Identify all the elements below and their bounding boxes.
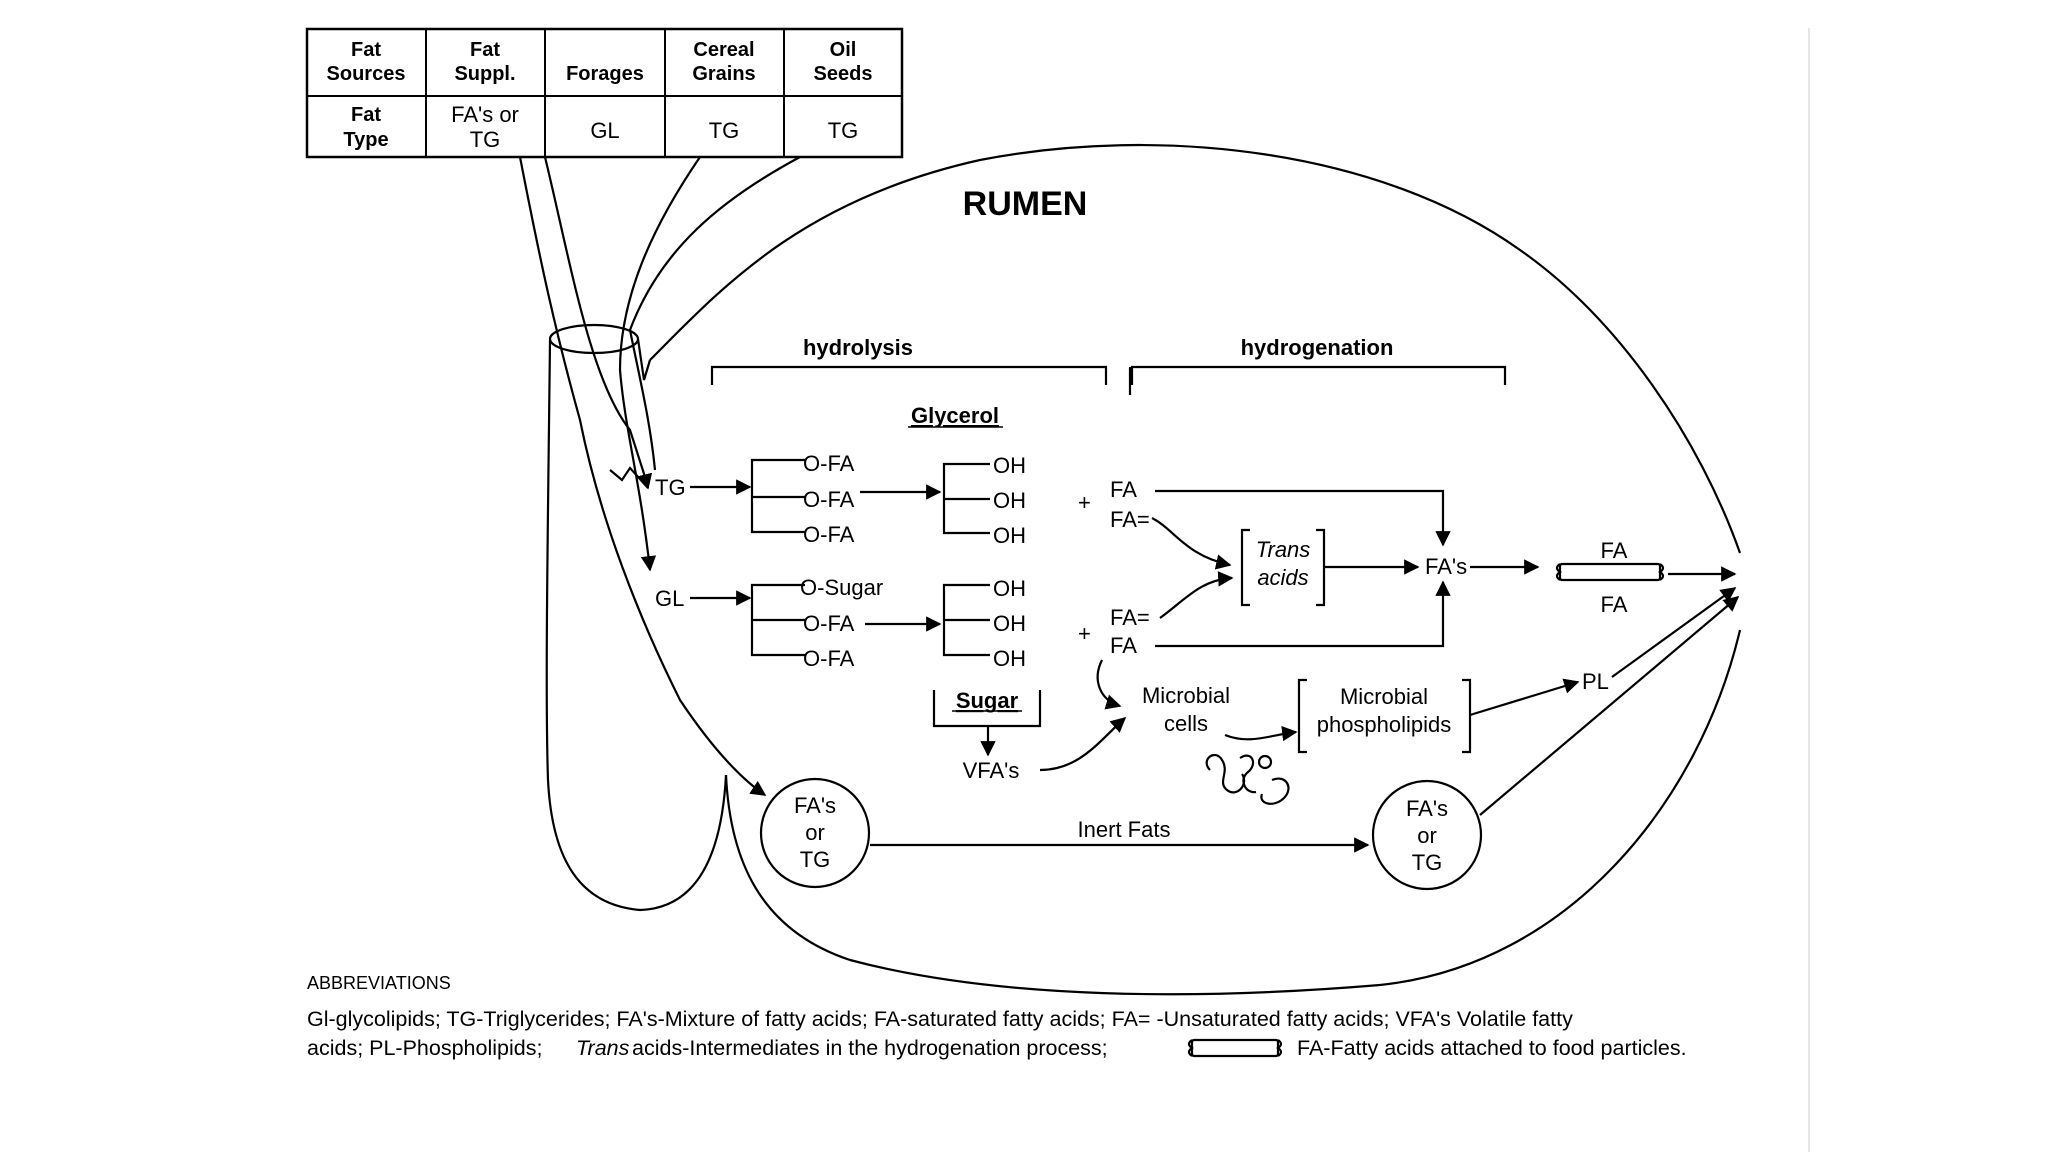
- food-particle-legend-icon: [1187, 1038, 1283, 1058]
- tg-label: TG: [655, 475, 686, 500]
- col-head-forages: Forages: [566, 63, 644, 85]
- process-brackets: [710, 365, 1507, 395]
- abbreviations-line-2-trans: Trans: [576, 1036, 630, 1060]
- gl-oh-2: OH: [993, 611, 1026, 636]
- abbreviations-line-1: Gl-glycolipids; TG-Triglycerides; FA's-M…: [307, 1007, 1573, 1031]
- gl-o-fa-1: O-FA: [803, 611, 855, 636]
- gl-o-fa-2: O-FA: [803, 646, 855, 671]
- cell-forages-type: GL: [590, 118, 619, 143]
- col-head-cereal-grains-2: Grains: [692, 63, 755, 85]
- feed-lines: [518, 156, 801, 796]
- inert-fats-label: Inert Fats: [1078, 817, 1171, 842]
- tg-oh-2: OH: [993, 488, 1026, 513]
- col-head-oil-seeds-1: Oil: [830, 39, 857, 61]
- abbreviations-line-2a: acids; PL-Phospholipids;: [307, 1036, 542, 1060]
- circle-out-line-3: TG: [1412, 850, 1443, 875]
- tg-fa-sat: FA: [1110, 477, 1137, 502]
- circle-fas-or-tg-in: [759, 777, 871, 889]
- tg-plus: +: [1078, 490, 1091, 515]
- gl-oh-1: OH: [993, 576, 1026, 601]
- trans-label: Trans: [1256, 537, 1311, 562]
- particle-fa-top: FA: [1601, 538, 1628, 563]
- sugar-bracket: [932, 690, 1042, 757]
- microbial-phospholipids-2: phospholipids: [1317, 712, 1452, 737]
- tg-oh-1: OH: [993, 453, 1026, 478]
- row-header-fat-type-2: Type: [343, 129, 388, 151]
- tg-o-fa-2: O-FA: [803, 487, 855, 512]
- tg-o-fa-3: O-FA: [803, 522, 855, 547]
- gl-label: GL: [655, 586, 684, 611]
- fas-node: FA's: [1425, 554, 1467, 579]
- rumen-title: RUMEN: [963, 185, 1088, 223]
- col-head-fat-suppl-2: Suppl.: [454, 63, 515, 85]
- gl-fa-sat: FA: [1110, 633, 1137, 658]
- circle-out-line-2: or: [1417, 823, 1437, 848]
- row-header-fat-sources-1: Fat: [351, 39, 381, 61]
- sugar-label: Sugar: [956, 688, 1019, 713]
- col-head-oil-seeds-2: Seeds: [814, 63, 873, 85]
- abbreviations-heading: ABBREVIATIONS: [307, 973, 451, 993]
- fat-sources-table: Fat Sources Fat Type Fat Suppl. Forages …: [305, 27, 904, 159]
- cell-fat-suppl-type-2: TG: [470, 127, 501, 152]
- tg-fa-unsat: FA=: [1110, 507, 1150, 532]
- circle-fas-or-tg-out: [1371, 779, 1483, 891]
- gl-plus: +: [1078, 621, 1091, 646]
- row-header-fat-sources-2: Sources: [327, 63, 406, 85]
- hydrogenation-label: hydrogenation: [1241, 335, 1394, 360]
- gl-bracket: [690, 583, 990, 657]
- rumen-outline: [545, 143, 1742, 996]
- particle-fa-bottom: FA: [1601, 592, 1628, 617]
- food-particle-icon: [1555, 562, 1737, 582]
- circle-in-line-2: or: [805, 820, 825, 845]
- vfas-label: VFA's: [963, 758, 1020, 783]
- circle-out-line-1: FA's: [1406, 796, 1448, 821]
- cell-fat-suppl-type-1: FA's or: [451, 102, 519, 127]
- inert-fats-arrows: [870, 596, 1740, 853]
- microbial-phospholipids-1: Microbial: [1340, 684, 1428, 709]
- microbial-arrows: [1039, 587, 1737, 772]
- pl-label: PL: [1582, 669, 1609, 694]
- circle-in-line-3: TG: [800, 847, 831, 872]
- cell-oil-seeds-type: TG: [828, 118, 859, 143]
- col-head-fat-suppl-1: Fat: [470, 39, 500, 61]
- tg-oh-3: OH: [993, 523, 1026, 548]
- hydrolysis-label: hydrolysis: [803, 335, 913, 360]
- tg-bracket: [690, 458, 990, 535]
- hydrogenation-arrows: [1151, 489, 1540, 648]
- tg-o-fa-1: O-FA: [803, 451, 855, 476]
- cell-cereal-grains-type: TG: [709, 118, 740, 143]
- circle-in-line-1: FA's: [794, 793, 836, 818]
- glycerol-label: Glycerol: [911, 403, 999, 428]
- microbial-phospholipids-bracket: [1297, 678, 1472, 754]
- gl-fa-unsat: FA=: [1110, 605, 1150, 630]
- microbe-icon: [1205, 753, 1290, 805]
- row-header-fat-type-1: Fat: [351, 104, 381, 126]
- col-head-cereal-grains-1: Cereal: [693, 39, 754, 61]
- microbial-cells-1: Microbial: [1142, 683, 1230, 708]
- microbial-cells-2: cells: [1164, 711, 1208, 736]
- acids-label: acids: [1257, 565, 1308, 590]
- abbreviations-line-2c: FA-Fatty acids attached to food particle…: [1297, 1036, 1687, 1060]
- gl-oh-3: OH: [993, 646, 1026, 671]
- gl-o-sugar: O-Sugar: [800, 575, 883, 600]
- abbreviations-line-2b: acids-Intermediates in the hydrogenation…: [632, 1036, 1108, 1060]
